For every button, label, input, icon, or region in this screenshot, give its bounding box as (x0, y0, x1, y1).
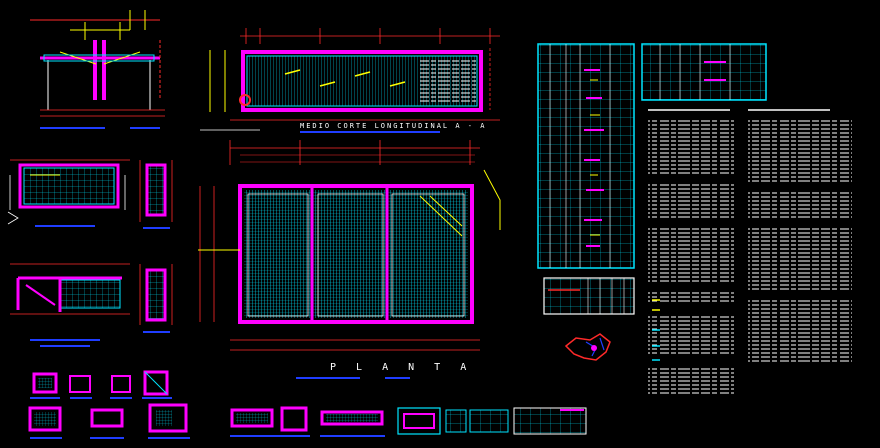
small-details-row-1 (30, 370, 172, 399)
detail-corte-longitudinal-1 (7, 159, 130, 227)
small-details-row-2 (28, 403, 190, 439)
detail-side-section-1 (139, 160, 173, 229)
table-quantities (543, 277, 635, 315)
small-tables-bottom (397, 407, 587, 435)
section-long-title: MEDIO CORTE LONGITUDINAL A - A (300, 122, 487, 130)
small-details-center (230, 406, 385, 437)
plan-title: P L A N T A (330, 362, 474, 373)
table-reinforcement-schedule-2 (641, 43, 767, 101)
section-medio-corte-longitudinal (200, 28, 500, 133)
plan-view-planta (198, 140, 501, 379)
detail-side-section-2 (139, 264, 173, 333)
detail-corte-transversal (30, 10, 165, 129)
notes-column-1 (648, 109, 734, 396)
notes-legend-symbols (652, 299, 660, 361)
location-map (564, 333, 611, 361)
detail-corte-longitudinal-2 (10, 263, 130, 347)
table-reinforcement-schedule-1 (537, 43, 635, 269)
notes-column-2 (748, 109, 852, 364)
